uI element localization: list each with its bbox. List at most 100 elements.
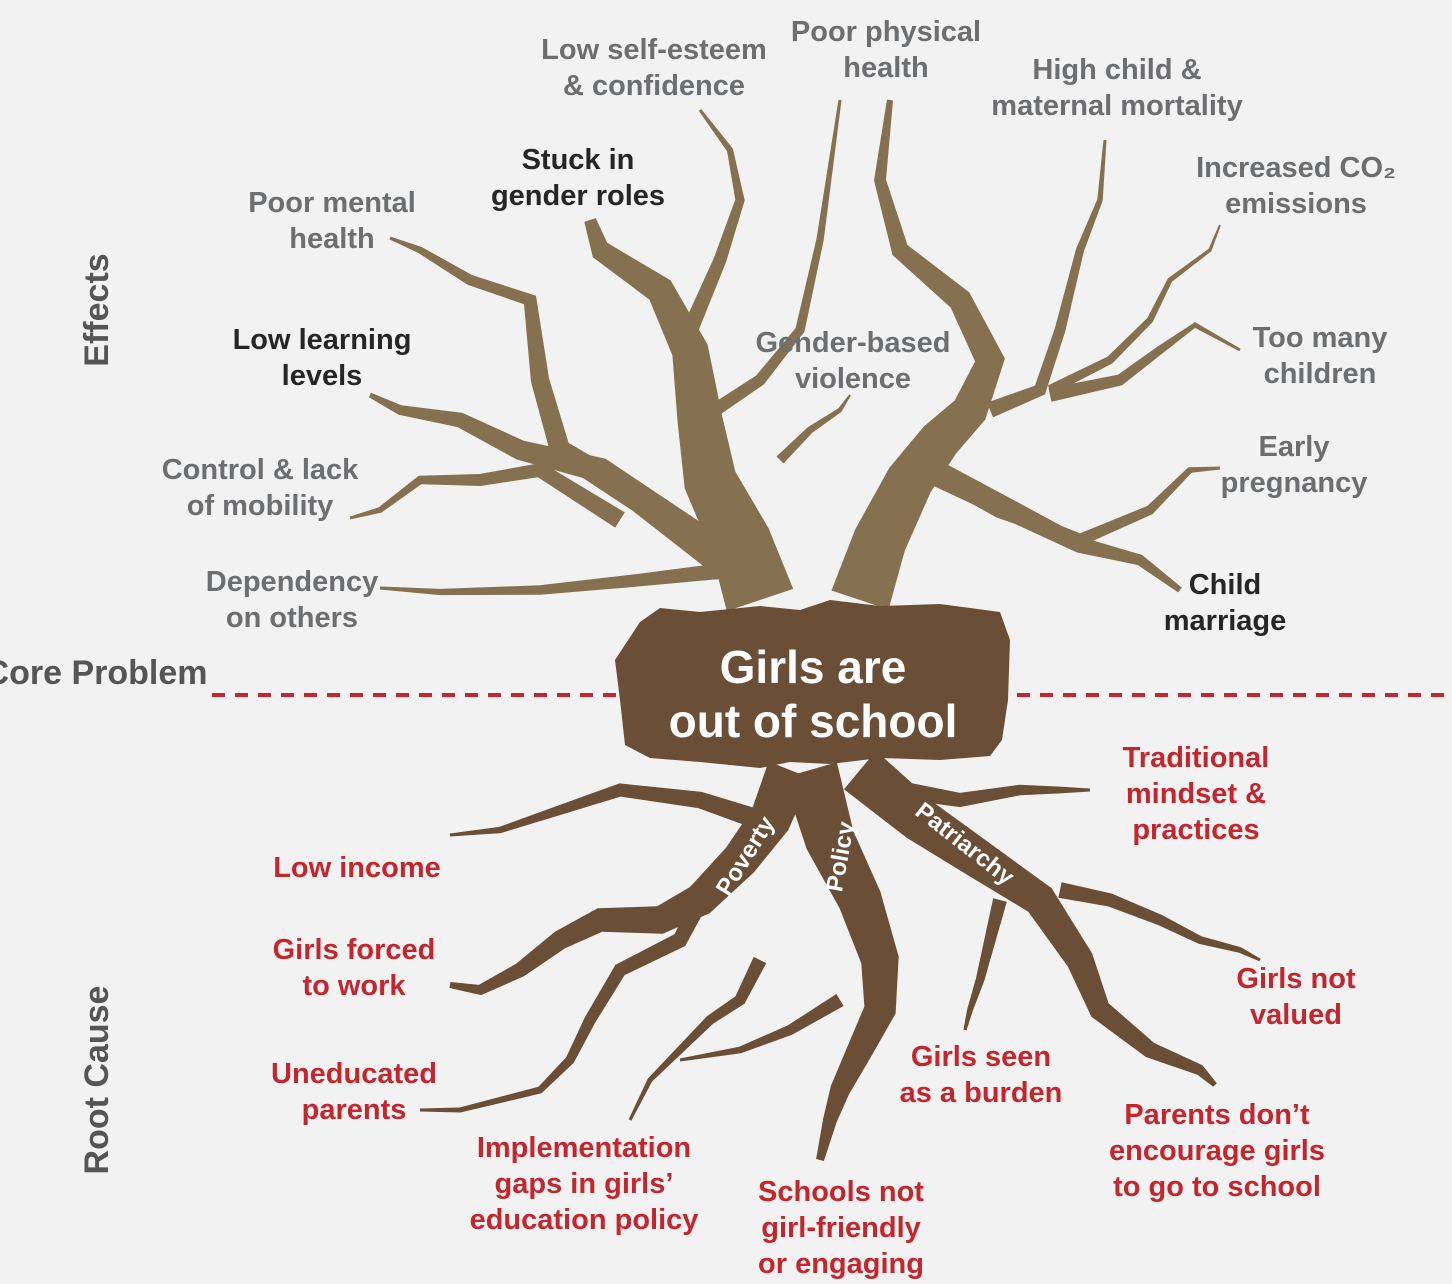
causes-label-line: practices bbox=[1132, 814, 1260, 846]
causes-label-line: Girls seen bbox=[910, 1041, 1052, 1073]
cause-roots bbox=[420, 750, 1261, 1161]
causes-label-line: parents bbox=[301, 1094, 407, 1126]
core-problem-sign bbox=[615, 600, 1010, 768]
core-problem-line-1: Girls are bbox=[719, 641, 907, 693]
effects-label-line: Control & lack bbox=[161, 454, 359, 486]
branch-gbv bbox=[776, 394, 851, 464]
root-policy bbox=[783, 762, 899, 1161]
trunk-right bbox=[831, 99, 1005, 610]
root-burden bbox=[963, 898, 1007, 1031]
effects-label-self-esteem: Low self-esteem & confidence bbox=[541, 32, 767, 104]
causes-label-forced-to-work: Girls forced to work bbox=[273, 932, 436, 1004]
effects-label-physical-health: Poor physical health bbox=[791, 14, 981, 86]
effects-label-mortality: High child &maternal mortality bbox=[991, 52, 1242, 124]
branch-too-many bbox=[1048, 322, 1241, 402]
causes-label-line: gaps in girls’ bbox=[494, 1168, 674, 1200]
causes-label-line: Schools not bbox=[758, 1176, 924, 1208]
root-not-valued bbox=[1058, 882, 1261, 962]
causes-label-implementation-gaps: Implementation gaps in girls’ education po… bbox=[470, 1130, 699, 1238]
branch-mobility bbox=[349, 462, 625, 528]
effects-label-line: health bbox=[289, 223, 375, 255]
branch-learning bbox=[368, 392, 709, 553]
effects-label-line: maternal mortality bbox=[991, 90, 1243, 122]
root-traditional bbox=[898, 781, 1090, 808]
branch-physical bbox=[696, 99, 842, 426]
branch-dependency bbox=[379, 562, 731, 596]
causes-label-line: to work bbox=[302, 970, 406, 1002]
effects-label-dependency: Dependency on others bbox=[206, 564, 378, 636]
branch-mortality bbox=[987, 139, 1107, 418]
effects-label-line: children bbox=[1263, 358, 1377, 390]
effect-branches bbox=[349, 99, 1241, 612]
effects-label-gbv: Gender-based violence bbox=[756, 325, 951, 397]
causes-label-line: as a burden bbox=[899, 1077, 1063, 1109]
causes-label-line: Low income bbox=[273, 852, 441, 884]
core-problem-text: Girls are out of school bbox=[669, 640, 958, 748]
effects-label-line: Gender-based bbox=[755, 327, 951, 359]
effects-label-line: Dependency bbox=[205, 566, 379, 598]
causes-label-traditional-mindset: Traditional mindset & practices bbox=[1123, 740, 1270, 848]
causes-label-schools: Schools not girl-friendly or engaging bbox=[758, 1174, 924, 1282]
effects-label-line: marriage bbox=[1163, 605, 1287, 637]
causes-label-line: or engaging bbox=[758, 1248, 924, 1280]
branch-co2 bbox=[1047, 224, 1221, 395]
effects-label-line: pregnancy bbox=[1220, 467, 1368, 499]
effects-label-line: Increased CO₂ bbox=[1196, 152, 1396, 184]
causes-label-line: Girls not bbox=[1236, 963, 1356, 995]
effects-label-line: levels bbox=[281, 360, 363, 392]
causes-label-uneducated-parents: Uneducated parents bbox=[271, 1056, 437, 1128]
effects-label-line: gender roles bbox=[490, 180, 666, 212]
effects-label-line: Early bbox=[1258, 431, 1330, 463]
causes-label-line: Parents don’t bbox=[1124, 1099, 1310, 1131]
effects-label-line: violence bbox=[794, 363, 912, 395]
causes-label-line: Uneducated bbox=[271, 1058, 437, 1090]
effects-label-early-pregnancy: Early pregnancy bbox=[1221, 429, 1368, 501]
effects-label-line: emissions bbox=[1225, 188, 1367, 220]
effects-label-mental-health: Poor mental health bbox=[248, 185, 416, 257]
causes-label-line: education policy bbox=[469, 1204, 699, 1236]
effects-label-line: Low self-esteem bbox=[541, 34, 767, 66]
effects-label-line: Low learning bbox=[232, 324, 412, 356]
effects-label-line: & confidence bbox=[562, 70, 746, 102]
root-patriarchy bbox=[844, 750, 1217, 1087]
effects-label-learning: Low learning levels bbox=[233, 322, 412, 394]
branch-selfesteem bbox=[682, 109, 745, 334]
section-label-core-line-1: Core bbox=[0, 654, 62, 692]
effects-label-line: of mobility bbox=[186, 490, 334, 522]
effects-label-line: Poor physical bbox=[790, 16, 982, 48]
effects-label-line: health bbox=[843, 52, 929, 84]
causes-label-line: to go to school bbox=[1113, 1171, 1321, 1203]
causes-label-low-income: Low income bbox=[273, 850, 441, 886]
causes-label-line: Implementation bbox=[476, 1132, 692, 1164]
causes-label-not-valued: Girls not valued bbox=[1236, 961, 1355, 1033]
root-income bbox=[449, 783, 764, 837]
root-uneducated bbox=[420, 896, 708, 1113]
effects-label-line: Poor mental bbox=[248, 187, 416, 219]
causes-label-line: Traditional bbox=[1122, 742, 1270, 774]
effects-label-line: Too many bbox=[1252, 322, 1388, 354]
causes-label-line: mindset & bbox=[1125, 778, 1267, 810]
effects-label-gender-roles: Stuck in gender roles bbox=[491, 142, 665, 214]
effects-label-mobility: Control & lack of mobility bbox=[162, 452, 359, 524]
root-implementation bbox=[628, 956, 767, 1121]
section-label-effects: Effects bbox=[78, 253, 116, 367]
root-schools bbox=[679, 994, 844, 1062]
section-label-core-problem: Core Problem bbox=[0, 652, 207, 694]
effects-label-line: Stuck in bbox=[521, 144, 635, 176]
root-poverty bbox=[449, 761, 812, 996]
section-label-core-line-2: Problem bbox=[71, 654, 208, 692]
causes-label-line: encourage girls bbox=[1109, 1135, 1325, 1167]
effects-label-child-marriage: Child marriage bbox=[1164, 567, 1287, 639]
causes-label-line: valued bbox=[1250, 999, 1342, 1031]
effects-label-line: Child bbox=[1188, 569, 1262, 601]
effects-label-too-many-children: Too many children bbox=[1253, 320, 1388, 392]
core-problem-line-2: out of school bbox=[668, 695, 958, 747]
causes-label-parents-dont-encourage: Parents don’t encourage girls to go to sch… bbox=[1109, 1097, 1325, 1205]
causes-label-burden: Girls seen as a burden bbox=[900, 1039, 1063, 1111]
causes-label-line: girl-friendly bbox=[761, 1212, 921, 1244]
branch-marriage bbox=[924, 458, 1182, 593]
causes-label-line: Girls forced bbox=[272, 934, 436, 966]
effects-label-line: on others bbox=[225, 602, 359, 634]
